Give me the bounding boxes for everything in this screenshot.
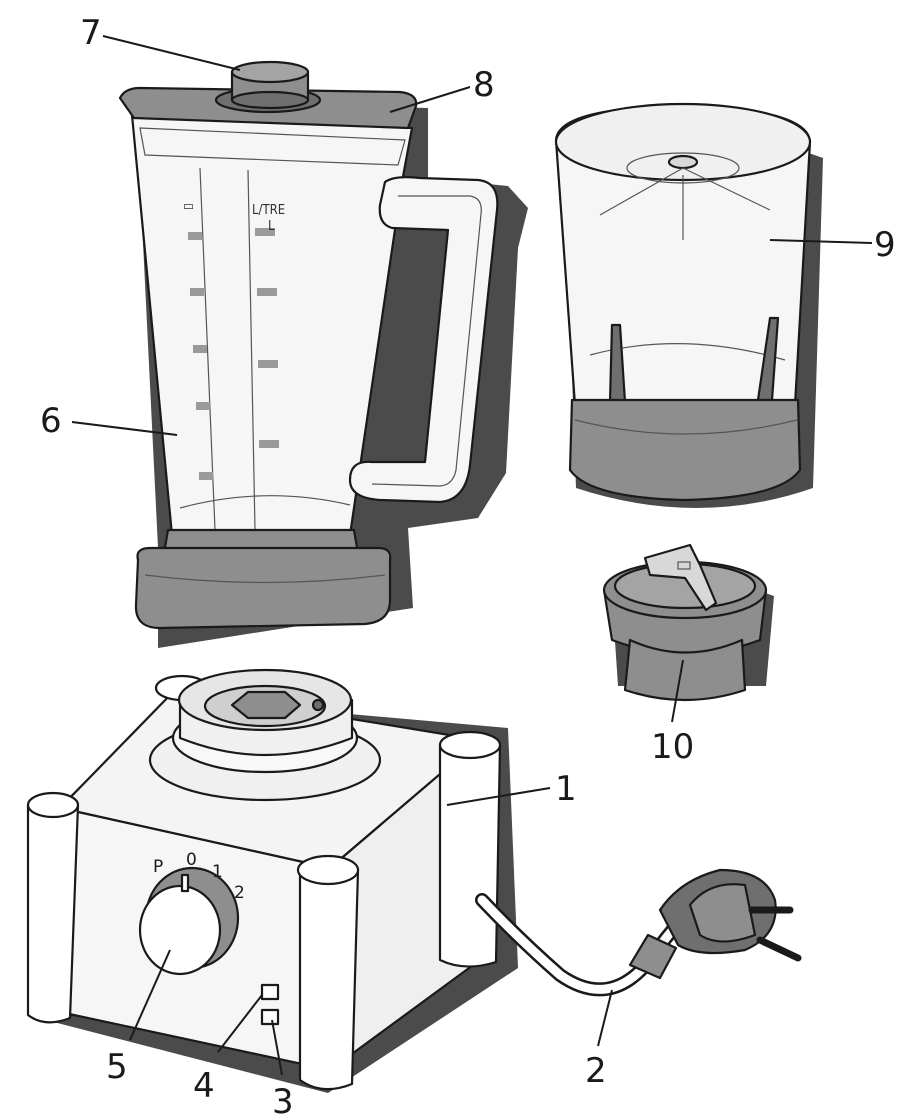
blender-jar: ▭ L/TRE L bbox=[118, 60, 528, 648]
callout-7: 7 bbox=[80, 13, 102, 53]
scale-unit-top: L/TRE bbox=[252, 203, 285, 218]
measuring-cap bbox=[230, 60, 310, 110]
measuring-marks: ▭ L/TRE L bbox=[183, 167, 285, 531]
dial-label-0: 0 bbox=[186, 850, 197, 870]
callout-10: 10 bbox=[651, 727, 694, 767]
indicator-light-3 bbox=[260, 1008, 280, 1026]
dial-label-2: 2 bbox=[234, 883, 245, 903]
callout-5: 5 bbox=[106, 1047, 128, 1087]
callout-4: 4 bbox=[193, 1066, 215, 1106]
callout-leaders bbox=[71, 35, 873, 1076]
chopper-bowl bbox=[554, 102, 823, 508]
callout-9: 9 bbox=[874, 225, 896, 265]
callout-2: 2 bbox=[585, 1051, 607, 1091]
callout-1: 1 bbox=[555, 769, 577, 809]
scale-mark-left: ▭ bbox=[183, 199, 194, 214]
jar-base bbox=[134, 528, 392, 630]
motor-base: P 0 1 2 bbox=[26, 668, 802, 1093]
dial-label-p: P bbox=[153, 857, 163, 877]
callout-6: 6 bbox=[40, 401, 62, 441]
dial-label-1: 1 bbox=[212, 862, 223, 882]
scale-unit-bottom: L bbox=[268, 219, 275, 234]
speed-dial[interactable] bbox=[138, 866, 240, 976]
indicator-light-4 bbox=[260, 983, 280, 1001]
callout-labels: 1 2 3 4 5 6 7 8 9 10 bbox=[40, 13, 896, 1117]
coupling-collar bbox=[148, 668, 382, 802]
callout-8: 8 bbox=[473, 65, 495, 105]
power-cord bbox=[475, 868, 802, 997]
blade-unit bbox=[602, 543, 774, 702]
callout-3: 3 bbox=[272, 1082, 294, 1117]
